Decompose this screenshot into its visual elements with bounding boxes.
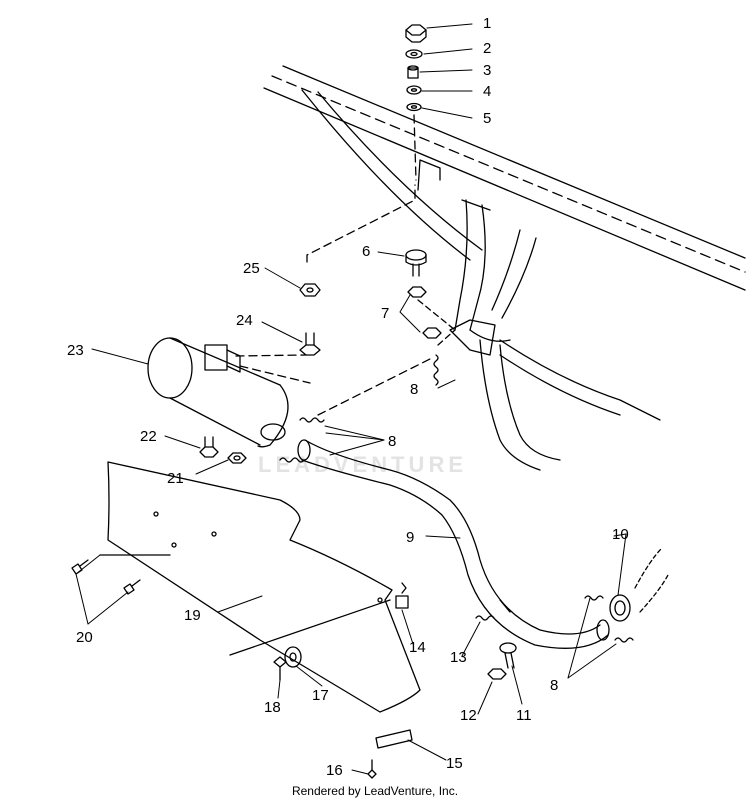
spring-8-lower-a bbox=[584, 595, 604, 601]
callout-8c: 8 bbox=[550, 677, 558, 694]
bracket-15 bbox=[375, 729, 413, 749]
nut-21 bbox=[227, 452, 247, 464]
callout-6: 6 bbox=[362, 243, 370, 260]
callout-15: 15 bbox=[446, 755, 463, 772]
exhaust-port bbox=[634, 547, 669, 613]
callout-9: 9 bbox=[406, 529, 414, 546]
frame-rails bbox=[263, 65, 746, 471]
callout-13: 13 bbox=[450, 649, 467, 666]
screw-20a bbox=[71, 559, 89, 575]
callout-24: 24 bbox=[236, 312, 253, 329]
callout-17: 17 bbox=[312, 687, 329, 704]
leader-lines bbox=[75, 23, 627, 775]
mount-hardware-stack bbox=[405, 24, 427, 181]
spring-8-upper bbox=[433, 354, 439, 386]
callout-7: 7 bbox=[381, 305, 389, 322]
callout-11: 11 bbox=[516, 707, 532, 724]
callout-16: 16 bbox=[326, 762, 343, 779]
callout-labels: 1 2 3 4 5 6 7 8 8 8 9 10 11 12 13 14 15 … bbox=[67, 15, 629, 779]
spring-8-muffler-b bbox=[279, 457, 305, 463]
spring-8-lower-b bbox=[614, 637, 634, 643]
screw-20b bbox=[123, 579, 141, 595]
callout-4: 4 bbox=[483, 83, 491, 100]
washer-17 bbox=[284, 646, 302, 668]
callout-12: 12 bbox=[460, 707, 477, 724]
nut-25 bbox=[299, 283, 321, 297]
nut-7a bbox=[407, 286, 427, 298]
heat-shield-19 bbox=[107, 461, 421, 713]
render-credit: Rendered by LeadVenture, Inc. bbox=[291, 784, 459, 798]
spring-8-muffler-a bbox=[299, 417, 325, 423]
washer-5 bbox=[406, 102, 422, 112]
bolt-11 bbox=[499, 642, 517, 669]
callout-14: 14 bbox=[409, 639, 426, 656]
callout-21: 21 bbox=[167, 470, 184, 487]
bolt-22 bbox=[199, 436, 219, 458]
callout-18: 18 bbox=[264, 699, 281, 716]
callout-2: 2 bbox=[483, 40, 491, 57]
callout-20: 20 bbox=[76, 629, 93, 646]
bolt-16 bbox=[367, 759, 377, 779]
gasket-10 bbox=[609, 594, 631, 622]
callout-8a: 8 bbox=[410, 381, 418, 398]
callout-22: 22 bbox=[140, 428, 157, 445]
grommet-4 bbox=[406, 85, 422, 95]
nut-7b bbox=[422, 327, 442, 339]
callout-8b: 8 bbox=[388, 433, 396, 450]
callout-3: 3 bbox=[483, 62, 491, 79]
nut-12 bbox=[487, 668, 507, 680]
bolt-6 bbox=[405, 249, 427, 277]
callout-25: 25 bbox=[243, 260, 260, 277]
nut-1 bbox=[405, 24, 427, 43]
clip-14 bbox=[395, 582, 409, 609]
callout-1: 1 bbox=[483, 15, 491, 32]
exhaust-pipe-9 bbox=[297, 439, 610, 649]
callout-23: 23 bbox=[67, 342, 84, 359]
muffler-23 bbox=[147, 337, 311, 448]
spacer-3 bbox=[407, 65, 419, 79]
callout-5: 5 bbox=[483, 110, 491, 127]
washer-2 bbox=[405, 49, 423, 59]
watermark: LEADVENTURE bbox=[258, 452, 468, 477]
callout-10: 10 bbox=[612, 526, 629, 543]
screw-18 bbox=[273, 656, 287, 681]
spring-13 bbox=[475, 615, 495, 621]
bolt-24 bbox=[299, 332, 321, 356]
callout-19: 19 bbox=[184, 607, 201, 624]
